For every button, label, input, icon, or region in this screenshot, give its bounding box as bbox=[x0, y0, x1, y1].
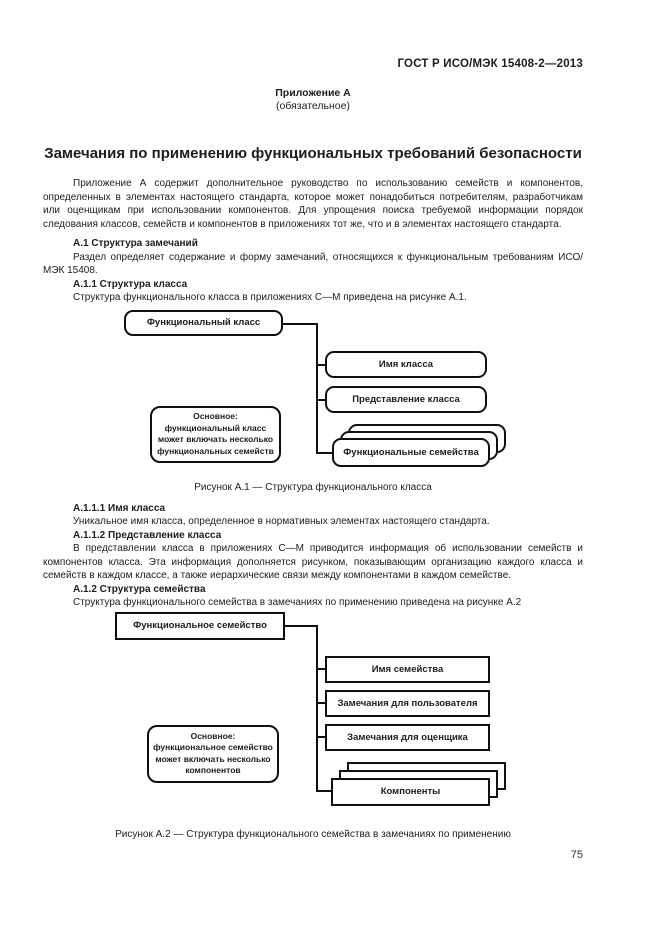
page-title: Замечания по применению функциональных т… bbox=[44, 145, 582, 162]
connector-trunk-vertical bbox=[316, 624, 318, 792]
paragraph-a1: Раздел определяет содержание и форму зам… bbox=[43, 251, 583, 277]
heading-a111: А.1.1.1 Имя класса bbox=[73, 502, 166, 514]
connector-stub bbox=[316, 789, 331, 792]
intro-paragraph: Приложение А содержит дополнительное рук… bbox=[43, 178, 583, 230]
paragraph-a11: Структура функционального класса в прило… bbox=[73, 292, 467, 303]
appendix-label: Приложение А bbox=[275, 87, 351, 99]
class-name-box: Имя класса bbox=[325, 350, 487, 378]
figure-a1-diagram: Функциональный класс Имя класса Представ… bbox=[43, 307, 583, 477]
paragraph-a12: Структура функционального семейства в за… bbox=[73, 597, 522, 608]
figure-a2-diagram: Функциональное семейство Имя семейства З… bbox=[43, 611, 583, 825]
family-note-box: Основное: функциональное семейство может… bbox=[147, 724, 279, 783]
connector-stub bbox=[316, 735, 325, 738]
heading-a11: А.1.1 Структура класса bbox=[73, 278, 188, 290]
figure-a2-caption: Рисунок А.2 — Структура функционального … bbox=[115, 828, 511, 840]
heading-a12: А.1.2 Структура семейства bbox=[73, 583, 206, 595]
appendix-type: (обязательное) bbox=[276, 100, 350, 112]
page-number: 75 bbox=[570, 848, 583, 861]
connector-stub bbox=[316, 667, 325, 670]
evaluator-notes-box: Замечания для оценщика bbox=[325, 723, 490, 751]
paragraph-a112: В представлении класса в приложениях С—М… bbox=[43, 543, 583, 581]
connector-trunk-horizontal bbox=[283, 322, 318, 325]
figure-a1-caption: Рисунок А.1 — Структура функционального … bbox=[194, 481, 432, 493]
appendix-block: Приложение А (обязательное) bbox=[43, 87, 583, 113]
connector-stub bbox=[316, 363, 325, 366]
paragraph-a111: Уникальное имя класса, определенное в но… bbox=[73, 516, 490, 527]
class-root-box: Функциональный класс bbox=[124, 309, 283, 336]
family-root-box: Функциональное семейство bbox=[115, 611, 285, 640]
connector-stub bbox=[316, 451, 332, 454]
functional-families-box: Функциональные семейства bbox=[332, 437, 490, 467]
components-box: Компоненты bbox=[331, 777, 490, 806]
heading-a1: А.1 Структура замечаний bbox=[73, 238, 198, 249]
family-name-box: Имя семейства bbox=[325, 655, 490, 683]
connector-stub bbox=[316, 398, 325, 401]
connector-trunk-vertical bbox=[316, 322, 318, 454]
class-note-box: Основное: функциональный класс может вкл… bbox=[150, 405, 281, 463]
connector-trunk-horizontal bbox=[283, 624, 318, 627]
doc-number: ГОСТ Р ИСО/МЭК 15408-2—2013 bbox=[397, 58, 583, 70]
class-presentation-box: Представление класса bbox=[325, 385, 487, 413]
connector-stub bbox=[316, 701, 325, 704]
heading-a112: А.1.1.2 Представление класса bbox=[73, 529, 222, 541]
user-notes-box: Замечания для пользователя bbox=[325, 689, 490, 717]
